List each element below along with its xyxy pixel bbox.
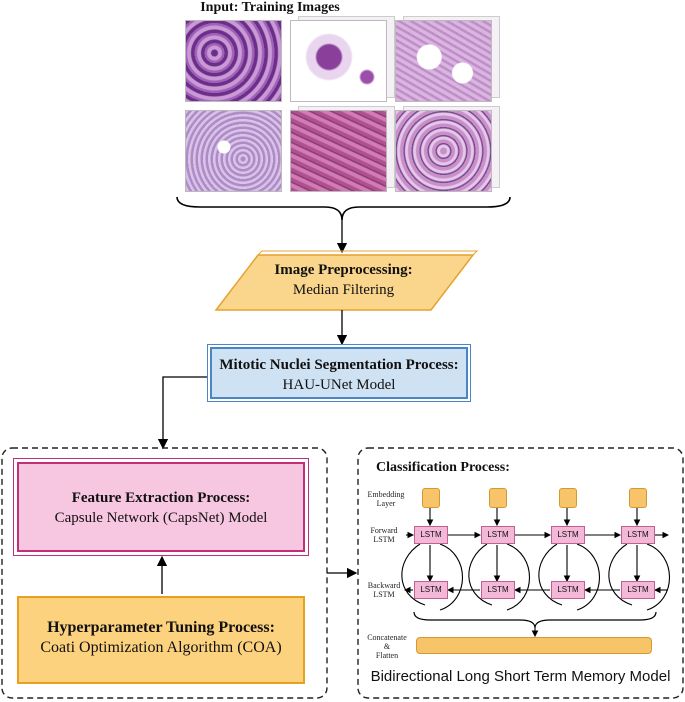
backward-lstm-cell: LSTM: [414, 581, 448, 599]
backward-lstm-cell: LSTM: [551, 581, 585, 599]
bilstm-footer: Bidirectional Long Short Term Memory Mod…: [370, 668, 671, 685]
forward-lstm-cell: LSTM: [481, 526, 515, 544]
bilstm-connections: [401, 506, 670, 611]
input-title: Input: Training Images: [200, 0, 340, 15]
histology-image-2: [290, 20, 387, 102]
embedding-node: [559, 488, 577, 508]
classification-panel: [357, 447, 684, 699]
preprocessing-block: Image Preprocessing: Median Filtering: [236, 260, 451, 300]
histology-image-3: [395, 20, 492, 102]
segmentation-box: Mitotic Nuclei Segmentation Process: HAU…: [210, 347, 468, 399]
forward-lstm-cell: LSTM: [414, 526, 448, 544]
embedding-node: [422, 488, 440, 508]
classification-title: Classification Process:: [376, 460, 510, 475]
preprocessing-title: Image Preprocessing:: [274, 262, 413, 278]
histology-image-4: [185, 110, 282, 192]
feature-extraction-subtitle: Capsule Network (CapsNet) Model: [54, 510, 268, 526]
grouping-brace: [176, 196, 511, 221]
concatenate-label: Concatenate&Flatten: [367, 633, 407, 660]
forward-lstm-cell: LSTM: [621, 526, 655, 544]
concatenate-flatten-bar: [416, 637, 652, 654]
feature-extraction-box: Feature Extraction Process: Capsule Netw…: [17, 462, 305, 552]
backward-lstm-cell: LSTM: [481, 581, 515, 599]
embedding-node: [489, 488, 507, 508]
backward-lstm-cell: LSTM: [621, 581, 655, 599]
histology-image-5: [290, 110, 387, 192]
histology-image-6: [395, 110, 492, 192]
forward-lstm-cell: LSTM: [551, 526, 585, 544]
segmentation-title: Mitotic Nuclei Segmentation Process:: [219, 357, 459, 373]
preprocessing-subtitle: Median Filtering: [292, 282, 395, 298]
feature-extraction-title: Feature Extraction Process:: [71, 490, 251, 506]
segmentation-subtitle: HAU-UNet Model: [282, 377, 396, 393]
tuning-subtitle: Coati Optimization Algorithm (COA): [40, 639, 282, 656]
embedding-node: [629, 488, 647, 508]
histology-image-1: [185, 20, 282, 102]
hyperparameter-tuning-box: Hyperparameter Tuning Process: Coati Opt…: [17, 596, 305, 684]
tuning-title: Hyperparameter Tuning Process:: [47, 619, 275, 636]
